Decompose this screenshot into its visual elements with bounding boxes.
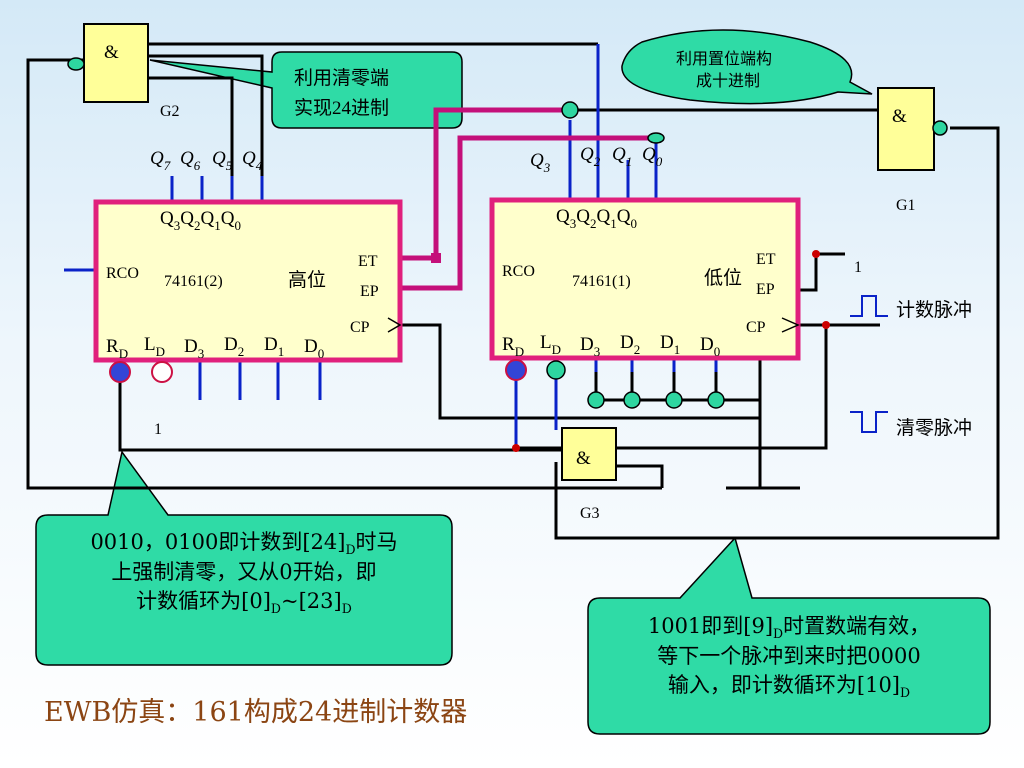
rd-junction [512,444,520,452]
svg-text:Q4: Q4 [242,148,263,173]
gate-g2 [83,23,149,103]
d1-junction [665,391,683,409]
svg-text:Q1: Q1 [612,144,632,169]
low-cp-arrow [781,317,800,333]
right-note-line3: 输入，即计数循环为[10]D [667,672,911,700]
clear-pulse-label: 清零脉冲 [896,417,972,439]
magenta-wires [400,107,656,291]
svg-text:D1: D1 [660,332,680,357]
gate-g1 [877,87,935,171]
low-ld-pin [546,360,566,380]
svg-text:LD: LD [540,332,561,357]
right-note-line1: 1001即到[9]D时置数端有效， [647,614,931,642]
et-magenta-node [431,253,441,263]
q0-junction [647,132,665,144]
svg-text:高位: 高位 [288,269,326,291]
svg-text:CP: CP [746,319,766,336]
clear-callout-line1: 利用清零端 [294,67,389,89]
preset-callout-line2: 成十进制 [696,72,760,90]
svg-text:RD: RD [106,336,128,361]
high-rd-pin [109,361,131,383]
et-ep-junction [812,250,820,258]
q3-junction [561,101,579,119]
g3-name: G3 [580,505,600,522]
d0-junction [707,391,725,409]
chip-74161-low [489,197,801,361]
svg-text:D0: D0 [700,334,720,359]
g2-name: G2 [160,103,180,120]
left-note: 0010，0100即计数到[24]D时马 上强制清零，又从0开始，即 计数循环为… [40,528,448,617]
d2-junction [623,391,641,409]
low-chip-pins: Q3Q2Q1Q0 RCO 74161(1) 低位 ET EP CP RD LD … [502,206,776,359]
left-note-line3: 计数循环为[0]D~[23]D [136,588,352,616]
chip-74161-high [93,199,403,363]
svg-text:Q7: Q7 [150,148,171,173]
svg-text:D0: D0 [304,336,324,361]
svg-text:D3: D3 [184,336,204,361]
svg-text:D2: D2 [620,332,640,357]
right-note-shape [587,536,991,735]
high-output-labels: Q7 Q6 Q5 Q4 [150,148,263,173]
svg-text:ET: ET [358,253,378,270]
svg-text:Q5: Q5 [212,148,233,173]
count-pulse-label: 计数脉冲 [896,299,972,321]
svg-text:LD: LD [144,334,165,359]
low-rd-pin [505,359,527,381]
g1-symbol: & [892,106,907,127]
svg-text:CP: CP [350,319,370,336]
svg-text:D3: D3 [580,334,600,359]
clear-pulse-icon [850,411,888,433]
high-chip-pins: Q3Q2Q1Q0 RCO 74161(2) 高位 ET EP CP RD LD … [106,208,379,361]
gate-g3 [561,427,617,481]
svg-text:Q3Q2Q1Q0: Q3Q2Q1Q0 [160,208,241,233]
ld-high-constant: 1 [154,421,162,438]
svg-text:D1: D1 [264,334,284,359]
blue-wires [64,44,718,448]
clear-callout-line2: 实现24进制 [294,97,389,119]
svg-text:74161(1): 74161(1) [572,273,631,290]
clear-callout-shape [149,51,463,129]
svg-text:Q2: Q2 [580,144,601,169]
svg-text:Q3Q2Q1Q0: Q3Q2Q1Q0 [556,206,637,231]
left-note-line2: 上强制清零，又从0开始，即 [111,560,377,585]
svg-text:Q6: Q6 [180,148,201,173]
high-ld-pin [151,361,173,383]
count-pulse-icon [850,295,888,317]
g1-output-inverter [932,120,948,136]
svg-text:低位: 低位 [704,267,742,289]
svg-text:D2: D2 [224,334,244,359]
preset-callout-shape [621,29,873,105]
high-cp-arrow [387,317,402,333]
left-note-shape [35,450,453,666]
left-note-line1: 0010，0100即计数到[24]D时马 [90,530,398,558]
cp-junction [822,321,830,329]
d3-junction [587,391,605,409]
svg-text:RD: RD [502,334,524,359]
right-note: 1001即到[9]D时置数端有效， 等下一个脉冲到来时把0000 输入，即计数循… [592,612,986,701]
g3-symbol: & [576,448,591,469]
g2-symbol: & [104,42,119,63]
g2-input-inverter [67,57,85,71]
svg-text:EP: EP [360,283,379,300]
low-output-labels: Q3 Q2 Q1 Q0 [530,144,663,175]
svg-text:Q0: Q0 [642,144,663,169]
preset-callout-line1: 利用置位端构 [676,50,772,68]
right-note-line2: 等下一个脉冲到来时把0000 [657,644,921,669]
svg-text:74161(2): 74161(2) [164,273,223,290]
svg-text:ET: ET [756,251,776,268]
svg-text:RCO: RCO [502,263,535,280]
slide-caption: EWB仿真：161构成24进制计数器 [44,697,468,728]
g1-name: G1 [896,197,916,214]
svg-text:EP: EP [756,281,775,298]
svg-text:Q3: Q3 [530,150,551,175]
svg-text:RCO: RCO [106,265,139,282]
et-ep-high-constant: 1 [854,259,862,276]
